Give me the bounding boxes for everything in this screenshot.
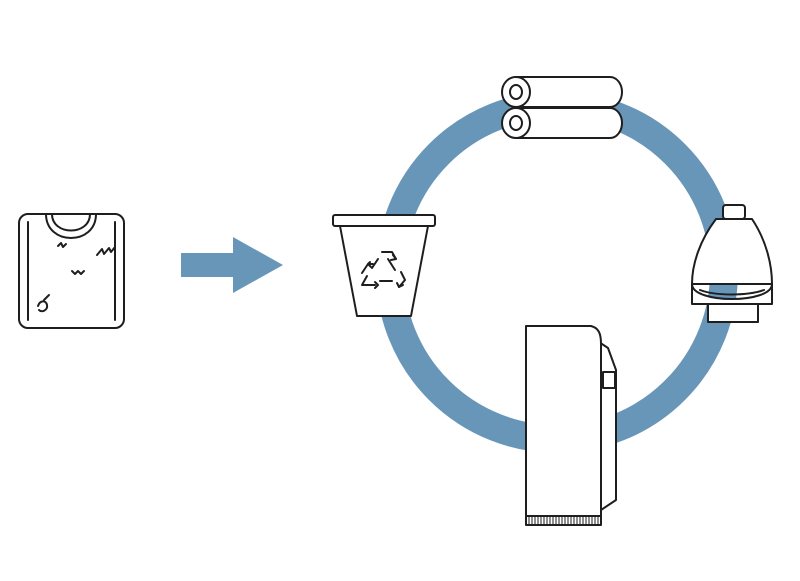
worn-tshirt-icon bbox=[18, 213, 125, 329]
fabric-rolls-icon bbox=[501, 76, 623, 139]
yarn-cone-icon bbox=[691, 204, 773, 323]
recycling-bin-icon bbox=[332, 214, 436, 317]
fabric-bolt-icon bbox=[525, 325, 617, 526]
arrow-right-icon bbox=[181, 237, 283, 293]
